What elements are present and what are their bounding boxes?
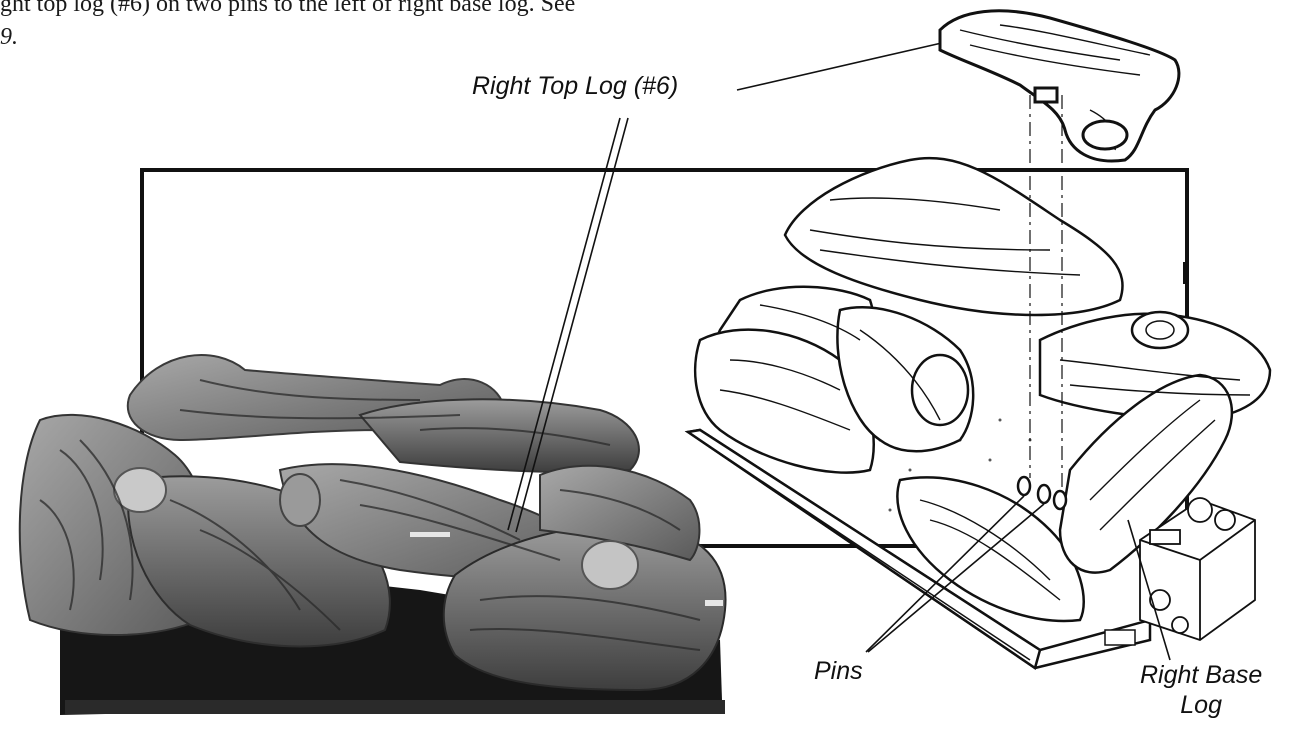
right-base-log-label: Right Base Log [1140, 660, 1262, 720]
instruction-line-1: ght top log (#6) on two pins to the left… [0, 0, 720, 21]
instruction-text: ght top log (#6) on two pins to the left… [0, 0, 720, 54]
right-base-log-label-line-1: Right Base [1140, 660, 1262, 690]
right-base-log-label-line-2: Log [1140, 690, 1262, 720]
right-top-log-exploded [940, 11, 1179, 161]
pins-label: Pins [814, 656, 863, 686]
assembled-log-photo [20, 355, 726, 715]
instruction-line-2: 9. [0, 21, 720, 54]
leader-right-top-log-diagram [737, 42, 946, 90]
log-placement-diagram [688, 158, 1270, 668]
right-top-log-label: Right Top Log (#6) [472, 71, 678, 101]
